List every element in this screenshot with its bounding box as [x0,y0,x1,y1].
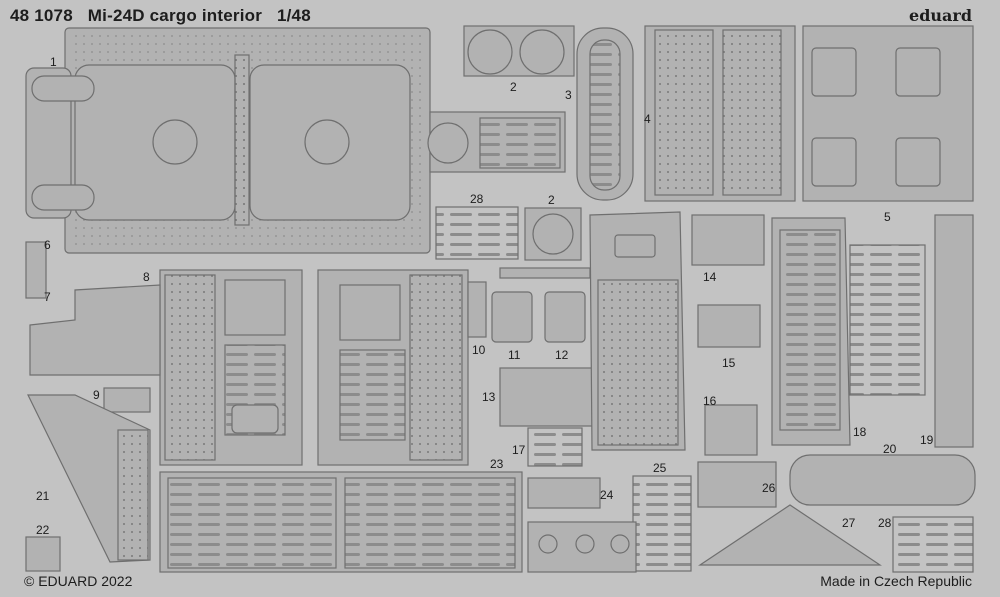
part-8-wall [29,269,303,466]
part-number-20: 20 [883,442,897,456]
part-22 [25,536,61,572]
part-27 [698,504,882,566]
part-number-1: 1 [50,55,57,69]
part-10-wall [317,269,487,466]
part-17 [527,427,583,467]
origin-text: Made in Czech Republic [820,573,972,589]
part-number-12: 12 [555,348,569,362]
part-23-floor-strips [159,471,523,573]
part-20 [789,454,976,506]
part-number-16: 16 [703,394,717,408]
product-title: Mi-24D cargo interior [87,6,263,25]
part-28-upper [435,206,519,260]
part-number-5: 5 [884,210,891,224]
part-28-bottom [892,516,974,573]
part-11 [491,291,533,343]
part-number-7: 7 [44,290,51,304]
center-tall-panel [589,211,686,451]
part-number-4: 4 [644,112,651,126]
part-number-26: 26 [762,481,776,495]
header-title: 48 1078 Mi-24D cargo interior 1/48 [10,6,321,26]
part-number-3: 3 [565,88,572,102]
part-number-22: 22 [36,523,50,537]
part-number-23: 23 [490,457,504,471]
part-18-comb [771,217,926,446]
part-4-panel [644,25,796,202]
part-number-18: 18 [853,425,867,439]
part-number-11: 11 [508,348,521,362]
brand-logo: eduard [909,6,972,25]
part-number-25: 25 [653,461,667,475]
part-number-19: 19 [920,433,934,447]
part-number-28-upper: 28 [470,192,484,206]
part-number-24: 24 [600,488,614,502]
part-25 [632,475,692,572]
part-number-21: 21 [36,489,50,503]
part-19 [934,214,974,448]
part-16 [704,404,758,456]
part-number-6: 6 [44,238,51,252]
part-number-9: 9 [93,388,100,402]
part-15 [697,304,761,348]
part-5-panel [802,25,974,202]
part-number-10: 10 [472,343,486,357]
part-number-2-lower: 2 [548,193,555,207]
part-26 [697,461,777,508]
part-6-7-small [25,241,47,299]
part-number-17: 17 [512,443,526,457]
part-number-27: 27 [842,516,856,530]
product-scale: 1/48 [276,6,311,25]
part-12 [544,291,586,343]
part-number-28-lower: 28 [878,516,892,530]
product-code: 48 1078 [10,6,73,25]
part-24 [527,477,601,509]
part-number-15: 15 [722,356,736,370]
part-9 [103,387,151,413]
copyright-text: © EDUARD 2022 [24,573,133,589]
part-14 [691,214,765,266]
part-number-2: 2 [510,80,517,94]
part-1-floor-panel [25,27,566,254]
part-number-8: 8 [143,270,150,284]
part-number-13: 13 [482,390,496,404]
part-2-round-plates [463,25,582,261]
part-number-14: 14 [703,270,717,284]
